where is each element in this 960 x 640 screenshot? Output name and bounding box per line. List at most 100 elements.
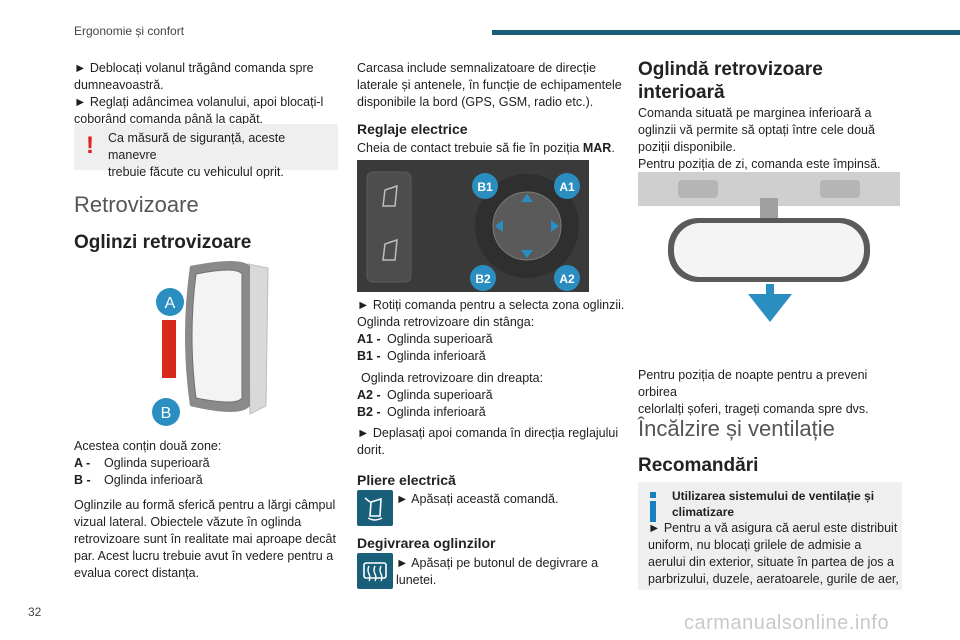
right-mirror-title: Oglinda retrovizoare din dreapta: [361, 371, 544, 385]
turn-signal-lamp [162, 320, 176, 378]
housing-paragraph: Carcasa include semnalizatoare de direcț… [357, 60, 627, 111]
text-line: parbrizului, duzele, aeratoarele, gurile… [648, 572, 899, 586]
text-line: Cheia de contact trebuie să fie în poziț… [357, 141, 583, 155]
arrow-left-icon [495, 220, 503, 232]
control-knob [492, 191, 562, 261]
section-title-incalzire: Încălzire și ventilație [638, 416, 835, 441]
warning-box: ! Ca măsură de siguranță, aceste manevre… [74, 124, 338, 179]
key-position-text: Cheia de contact trebuie să fie în poziț… [357, 140, 615, 157]
callout-b1 [472, 173, 498, 199]
arrow-right-icon [551, 220, 559, 232]
arrow-up-icon [521, 194, 533, 202]
text-line: ► Apăsați pe butonul de degivrare a [396, 556, 599, 570]
callout-a [156, 288, 184, 316]
ceiling-lamp-left [678, 180, 718, 198]
callout-b2-label: B2 [475, 272, 491, 286]
text-line: disponibile la bord (GPS, GSM, radio etc… [357, 95, 594, 109]
left-mirror-list: A1 - Oglinda superioară B1 -Oglinda infer… [357, 331, 493, 365]
watermark: carmanualsonline.info [684, 612, 890, 634]
mirror-arm [247, 263, 269, 415]
list-item: B1 -Oglinda inferioară [357, 348, 493, 365]
fold-switch [366, 171, 412, 283]
text-line: Pentru poziția de noapte pentru a preven… [638, 368, 868, 399]
callout-b2 [470, 265, 496, 291]
fold-switch-icon [382, 184, 398, 207]
list-value: Oglinda superioară [387, 388, 493, 402]
list-value: Oglinda superioară [104, 456, 210, 470]
mirror-fold-icon [357, 490, 393, 526]
mirror-control-figure: B1 A1 B2 A2 [357, 160, 589, 292]
text-line: Pentru poziția de zi, comanda este împin… [638, 157, 881, 171]
rear-defrost-glyph [363, 562, 387, 582]
list-value: Oglinda superioară [387, 332, 493, 346]
text-line: coborând comanda până la capăt. [74, 112, 264, 126]
text-line: celorlalți șoferi, trageți comanda spre … [638, 402, 869, 416]
zones-list: A - Oglinda superioară B -Oglinda inferio… [74, 455, 210, 489]
section-title-retrovizoare: Retrovizoare [74, 192, 199, 217]
callout-a2 [554, 265, 580, 291]
right-mirror-list: A2 - Oglinda superioară B2 - Oglinda infer… [357, 387, 493, 421]
list-key: A1 - [357, 332, 381, 346]
text-line: evalua corect distanța. [74, 566, 200, 580]
text-line: ► Deblocați volanul trăgând comanda spre [74, 61, 314, 75]
list-item: A1 - Oglinda superioară [357, 331, 493, 348]
sphere-paragraph: Oglinzile au formă sferică pentru a lărg… [74, 497, 354, 582]
text-line: retrovizoare sunt în realitate mai aproa… [74, 532, 336, 546]
warning-text: Ca măsură de siguranță, aceste manevre t… [108, 130, 334, 181]
interior-mirror-figure [638, 172, 900, 332]
text-line: oglinzii vă permite să optați între cele… [638, 123, 875, 137]
info-box: Utilizarea sistemului de ventilație și c… [638, 482, 902, 590]
text-line: vizual lateral. Obiectele văzute în ogli… [74, 515, 302, 529]
text-line: ► Pentru a vă asigura că aerul este dist… [648, 521, 898, 535]
text-line: lunetei. [396, 573, 437, 587]
list-key: A2 - [357, 388, 381, 402]
arrow-stem [766, 284, 774, 294]
arrow-down-icon [521, 250, 533, 258]
text-line: poziții disponibile. [638, 140, 736, 154]
text-line: ► Reglați adâncimea volanului, apoi bloc… [74, 95, 324, 109]
title-line: interioară [638, 82, 725, 103]
key-position-value: MAR [582, 141, 612, 155]
text-line: climatizare [672, 505, 735, 519]
interior-mirror-paragraph: Comanda situată pe marginea inferioară a… [638, 105, 908, 173]
list-item: B -Oglinda inferioară [74, 472, 210, 489]
fold-instruction: ► Apăsați această comandă. [396, 492, 559, 506]
text-line: dorit. [357, 443, 385, 457]
title-line: Oglindă retrovizoare [638, 59, 823, 80]
mirror-glass-interior [674, 223, 864, 277]
callout-b1-label: B1 [477, 180, 493, 194]
page-number: 32 [28, 605, 42, 619]
list-key: A - [74, 456, 91, 470]
text-line: aerului din exterior, situate în partea … [648, 555, 894, 569]
steering-instructions: ► Deblocați volanul trăgând comanda spre… [74, 60, 344, 128]
subtitle-oglinzi: Oglinzi retrovizoare [74, 232, 252, 253]
callout-b-label: B [161, 405, 172, 422]
text-line: Comanda situată pe marginea inferioară a [638, 106, 872, 120]
subtitle-pliere: Pliere electrică [357, 472, 456, 488]
exclamation-warning-icon: ! [86, 132, 94, 159]
list-item: B2 - Oglinda inferioară [357, 404, 493, 421]
callout-b [152, 398, 180, 426]
ceiling-lamp-right [820, 180, 860, 198]
list-key: B2 - [357, 405, 381, 419]
subtitle-degivrare: Degivrarea oglinzilor [357, 535, 496, 551]
subtitle-reglaje: Reglaje electrice [357, 121, 468, 137]
text-line: laterale și antenele, în funcție de echi… [357, 78, 622, 92]
mirror-fold-glyph [364, 497, 383, 521]
list-value: Oglinda inferioară [387, 405, 486, 419]
arrow-down-icon [748, 294, 792, 322]
info-icon [650, 492, 656, 522]
mirror-glass [191, 269, 243, 403]
rear-defrost-icon [357, 553, 393, 589]
text-line: Oglinzile au formă sferică pentru a lărg… [74, 498, 336, 512]
text-line: dumneavoastră. [74, 78, 164, 92]
title-oglinda-interioara: Oglindă retrovizoare interioară [638, 58, 823, 104]
list-item: A - Oglinda superioară [74, 455, 210, 472]
text-line: uniform, nu blocați grilele de admisie a [648, 538, 862, 552]
text-line: Ca măsură de siguranță, aceste manevre [108, 131, 286, 162]
defrost-instruction: ► Apăsați pe butonul de degivrare a lune… [396, 555, 626, 589]
list-key: B1 - [357, 349, 381, 363]
callout-a-label: A [165, 295, 176, 312]
info-title: Utilizarea sistemului de ventilație și c… [672, 488, 894, 520]
callout-a1-label: A1 [559, 180, 575, 194]
